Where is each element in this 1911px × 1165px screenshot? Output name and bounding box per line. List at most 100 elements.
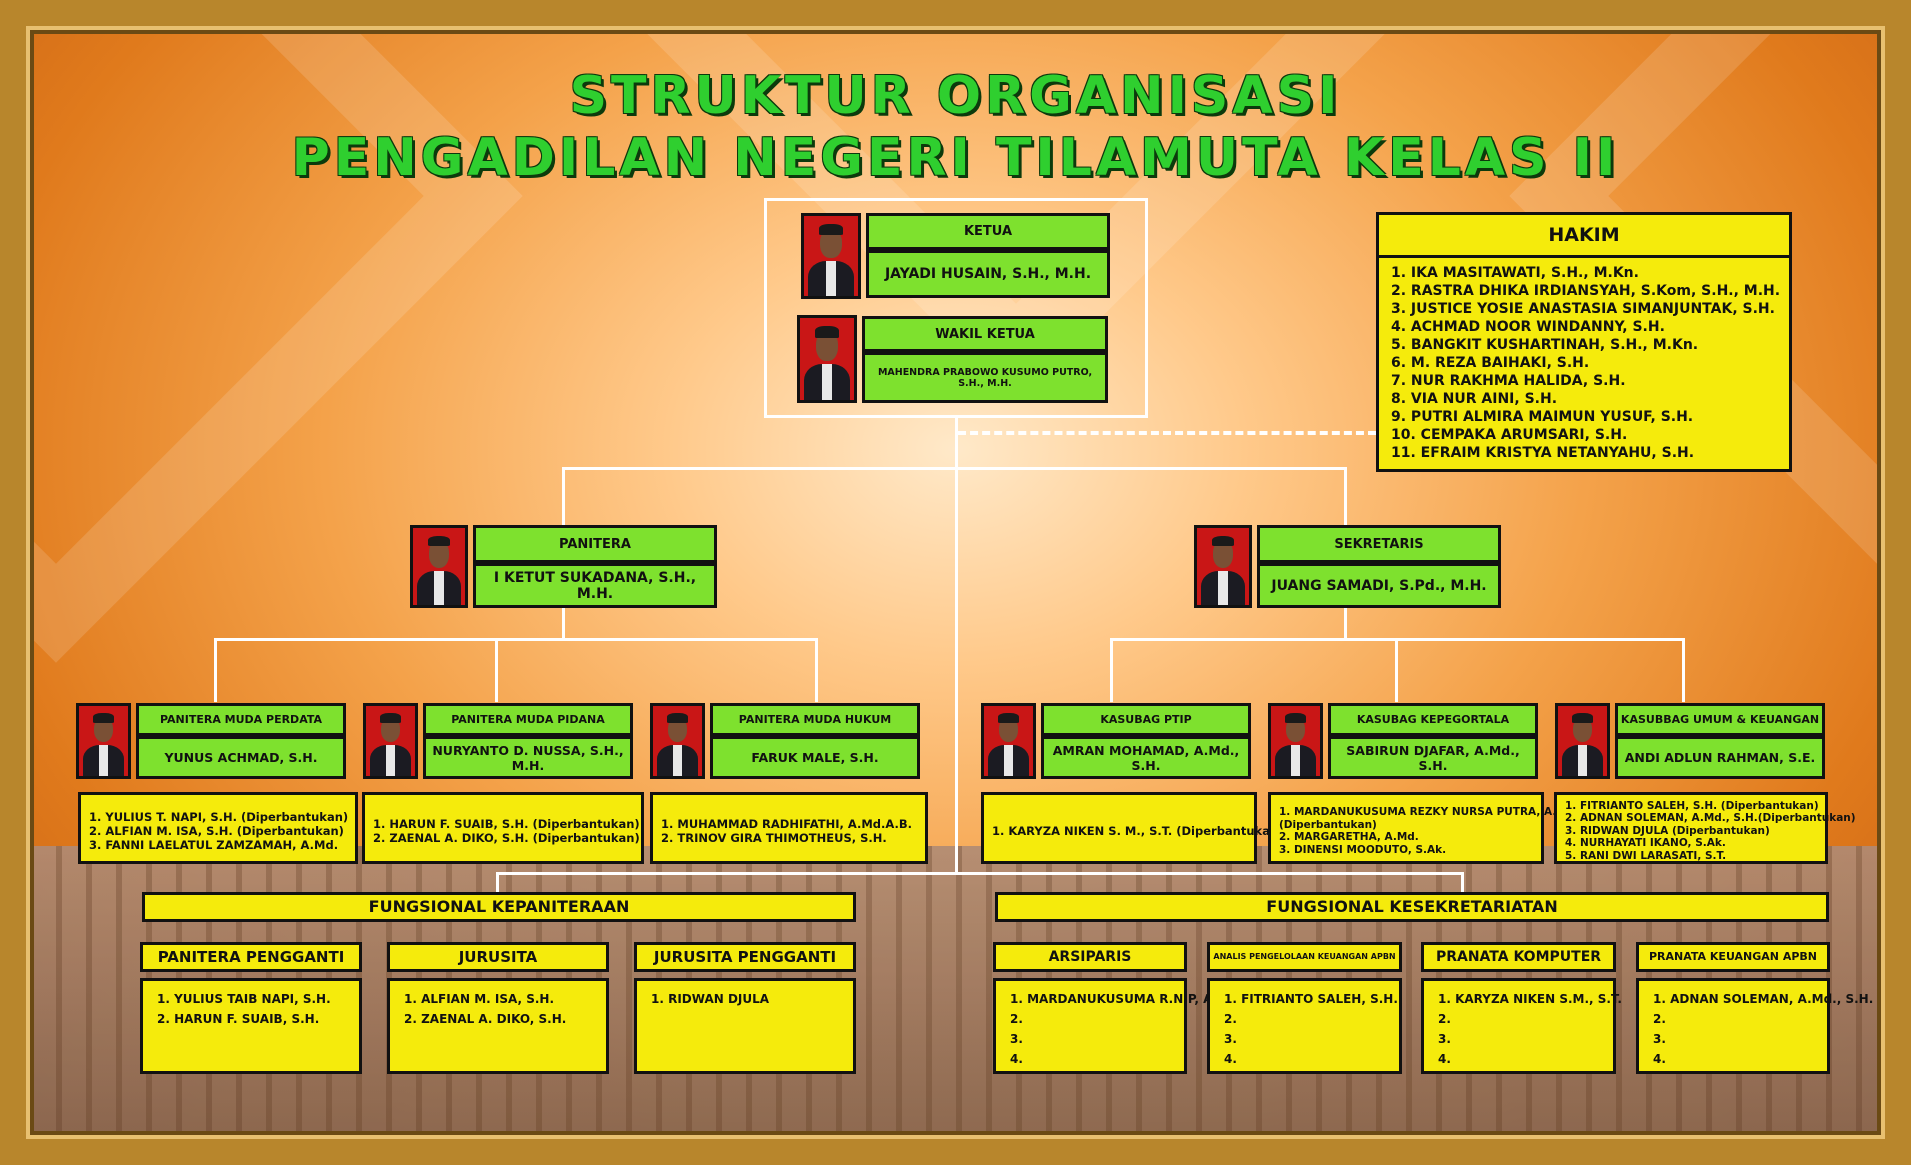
- group-item: 2.: [1224, 1012, 1237, 1026]
- panitera-name: I KETUT SUKADANA, S.H., M.H.: [473, 563, 717, 608]
- unit-staff-list: 1. MARDANUKUSUMA REZKY NURSA PUTRA, A.Md…: [1279, 806, 1578, 856]
- unit-role: PANITERA MUDA PERDATA: [136, 703, 346, 736]
- connector: [562, 467, 565, 525]
- photo-head: [93, 717, 114, 743]
- staff-photo: [1555, 703, 1610, 779]
- panitera-photo: [410, 525, 468, 608]
- staff-item: 2. TRINOV GIRA THIMOTHEUS, S.H.: [661, 831, 887, 845]
- staff-item: 1. KARYZA NIKEN S. M., S.T. (Diperbantuk…: [992, 824, 1284, 838]
- group-item: 2.: [1438, 1012, 1451, 1026]
- unit-staff-list: 1. YULIUS T. NAPI, S.H. (Diperbantukan)2…: [89, 810, 355, 852]
- group-item: 1. RIDWAN DJULA: [651, 992, 770, 1006]
- staff-item: 3. FANNI LAELATUL ZAMZAMAH, A.Md.: [89, 838, 339, 852]
- connector: [496, 872, 499, 892]
- sekretaris-role: SEKRETARIS: [1257, 525, 1501, 563]
- unit-role: PANITERA MUDA PIDANA: [423, 703, 633, 736]
- group-item: 2.: [1653, 1012, 1666, 1026]
- group-item: 1. ADNAN SOLEMAN, A.Md., S.H.: [1653, 992, 1874, 1006]
- photo-shirt: [385, 745, 396, 776]
- unit-staff-box: 1. YULIUS T. NAPI, S.H. (Diperbantukan)2…: [78, 792, 358, 864]
- photo-head: [380, 717, 401, 743]
- group-item: 4.: [1438, 1052, 1451, 1066]
- staff-item: 4. NURHAYATI IKANO, S.Ak.: [1565, 837, 1726, 850]
- group-title: ANALIS PENGELOLAAN KEUANGAN APBN: [1207, 942, 1402, 972]
- sekretaris-name: JUANG SAMADI, S.Pd., M.H.: [1257, 563, 1501, 608]
- hakim-list: 1. IKA MASITAWATI, S.H., M.Kn. 2. RASTRA …: [1379, 258, 1789, 462]
- group-item: 3.: [1438, 1032, 1451, 1046]
- hakim-item: 2. RASTRA DHIKA IRDIANSYAH, S.Kom, S.H.,…: [1391, 283, 1781, 299]
- connector: [1461, 872, 1464, 892]
- photo-shirt: [98, 745, 109, 776]
- hakim-item: 9. PUTRI ALMIRA MAIMUN YUSUF, S.H.: [1391, 409, 1694, 425]
- panitera-role: PANITERA: [473, 525, 717, 563]
- group-list: 1. KARYZA NIKEN S.M., S.T.2.3.4.: [1438, 989, 1622, 1069]
- group-list: 1. ALFIAN M. ISA, S.H.2. ZAENAL A. DIKO,…: [404, 989, 606, 1029]
- group-item: 2.: [1010, 1012, 1023, 1026]
- fungsional-kesekretariatan-header: FUNGSIONAL KESEKRETARIATAN: [995, 892, 1829, 922]
- unit-staff-box: 1. MUHAMMAD RADHIFATHI, A.Md.A.B.2. TRIN…: [650, 792, 928, 864]
- photo-hair: [379, 713, 402, 723]
- photo-shirt: [433, 571, 445, 605]
- connector: [214, 638, 818, 641]
- connector: [1344, 605, 1347, 639]
- photo-head: [816, 331, 838, 361]
- staff-item: 1. MUHAMMAD RADHIFATHI, A.Md.A.B.: [661, 817, 913, 831]
- hakim-item: 1. IKA MASITAWATI, S.H., M.Kn.: [1391, 265, 1639, 281]
- photo-hair: [1571, 713, 1594, 723]
- connector: [955, 467, 958, 567]
- staff-item: (Diperbantukan): [1279, 818, 1377, 831]
- staff-item: 2. ALFIAN M. ISA, S.H. (Diperbantukan): [89, 824, 344, 838]
- unit-staff-list: 1. MUHAMMAD RADHIFATHI, A.Md.A.B.2. TRIN…: [661, 817, 925, 845]
- photo-shirt: [821, 363, 833, 400]
- hakim-box: HAKIM 1. IKA MASITAWATI, S.H., M.Kn.2. R…: [1376, 212, 1792, 472]
- connector: [496, 872, 1464, 875]
- group-title: PRANATA KOMPUTER: [1421, 942, 1616, 972]
- wakil-ketua-name: MAHENDRA PRABOWO KUSUMO PUTRO, S.H., M.H…: [862, 352, 1108, 403]
- group-list-box: 1. ALFIAN M. ISA, S.H.2. ZAENAL A. DIKO,…: [387, 978, 609, 1074]
- connector: [214, 638, 217, 702]
- photo-hair: [815, 326, 839, 338]
- photo-shirt: [1003, 745, 1014, 776]
- staff-photo: [1268, 703, 1323, 779]
- group-list: 1. RIDWAN DJULA: [651, 989, 853, 1009]
- title-line-2: PENGADILAN NEGERI TILAMUTA KELAS II: [291, 128, 1620, 188]
- hakim-item: 11. EFRAIM KRISTYA NETANYAHU, S.H.: [1391, 445, 1695, 461]
- group-list-box: 1. YULIUS TAIB NAPI, S.H.2. HARUN F. SUA…: [140, 978, 362, 1074]
- staff-item: 1. YULIUS T. NAPI, S.H. (Diperbantukan): [89, 810, 349, 824]
- group-title: JURUSITA: [387, 942, 609, 972]
- photo-head: [1572, 717, 1593, 743]
- hakim-item: 6. M. REZA BAIHAKI, S.H.: [1391, 355, 1590, 371]
- unit-staff-list: 1. HARUN F. SUAIB, S.H. (Diperbantukan)2…: [373, 817, 641, 845]
- photo-shirt: [1217, 571, 1229, 605]
- group-list: 1. ADNAN SOLEMAN, A.Md., S.H.2.3.4.: [1653, 989, 1874, 1069]
- photo-hair: [997, 713, 1020, 723]
- photo-hair: [1284, 713, 1307, 723]
- group-item: 2. HARUN F. SUAIB, S.H.: [157, 1012, 320, 1026]
- connector: [1145, 198, 1148, 418]
- photo-head: [998, 717, 1019, 743]
- hakim-item: 7. NUR RAKHMA HALIDA, S.H.: [1391, 373, 1626, 389]
- photo-hair: [427, 535, 451, 547]
- group-list: 1. YULIUS TAIB NAPI, S.H.2. HARUN F. SUA…: [157, 989, 359, 1029]
- group-title: PANITERA PENGGANTI: [140, 942, 362, 972]
- group-item: 3.: [1224, 1032, 1237, 1046]
- unit-head-name: SABIRUN DJAFAR, A.Md., S.H.: [1328, 736, 1538, 779]
- group-item: 3.: [1653, 1032, 1666, 1046]
- connector: [815, 638, 818, 702]
- staff-item: 1. FITRIANTO SALEH, S.H. (Diperbantukan): [1565, 799, 1819, 812]
- group-item: 1. FITRIANTO SALEH, S.H.: [1224, 992, 1398, 1006]
- connector: [955, 564, 958, 874]
- unit-role: PANITERA MUDA HUKUM: [710, 703, 920, 736]
- title-line-1: STRUKTUR ORGANISASI: [569, 66, 1342, 126]
- unit-staff-box: 1. FITRIANTO SALEH, S.H. (Diperbantukan)…: [1554, 792, 1856, 864]
- unit-staff-box: 1. MARDANUKUSUMA REZKY NURSA PUTRA, A.Md…: [1268, 792, 1578, 864]
- connector: [955, 415, 958, 467]
- group-list-box: 1. RIDWAN DJULA: [634, 978, 856, 1074]
- photo-hair: [819, 224, 843, 236]
- photo-shirt: [1577, 745, 1588, 776]
- group-item: 2. ZAENAL A. DIKO, S.H.: [404, 1012, 567, 1026]
- unit-staff-list: 1. FITRIANTO SALEH, S.H. (Diperbantukan)…: [1565, 799, 1856, 863]
- unit-staff-box: 1. HARUN F. SUAIB, S.H. (Diperbantukan)2…: [362, 792, 644, 864]
- hakim-connector: [958, 431, 1376, 435]
- staff-photo: [981, 703, 1036, 779]
